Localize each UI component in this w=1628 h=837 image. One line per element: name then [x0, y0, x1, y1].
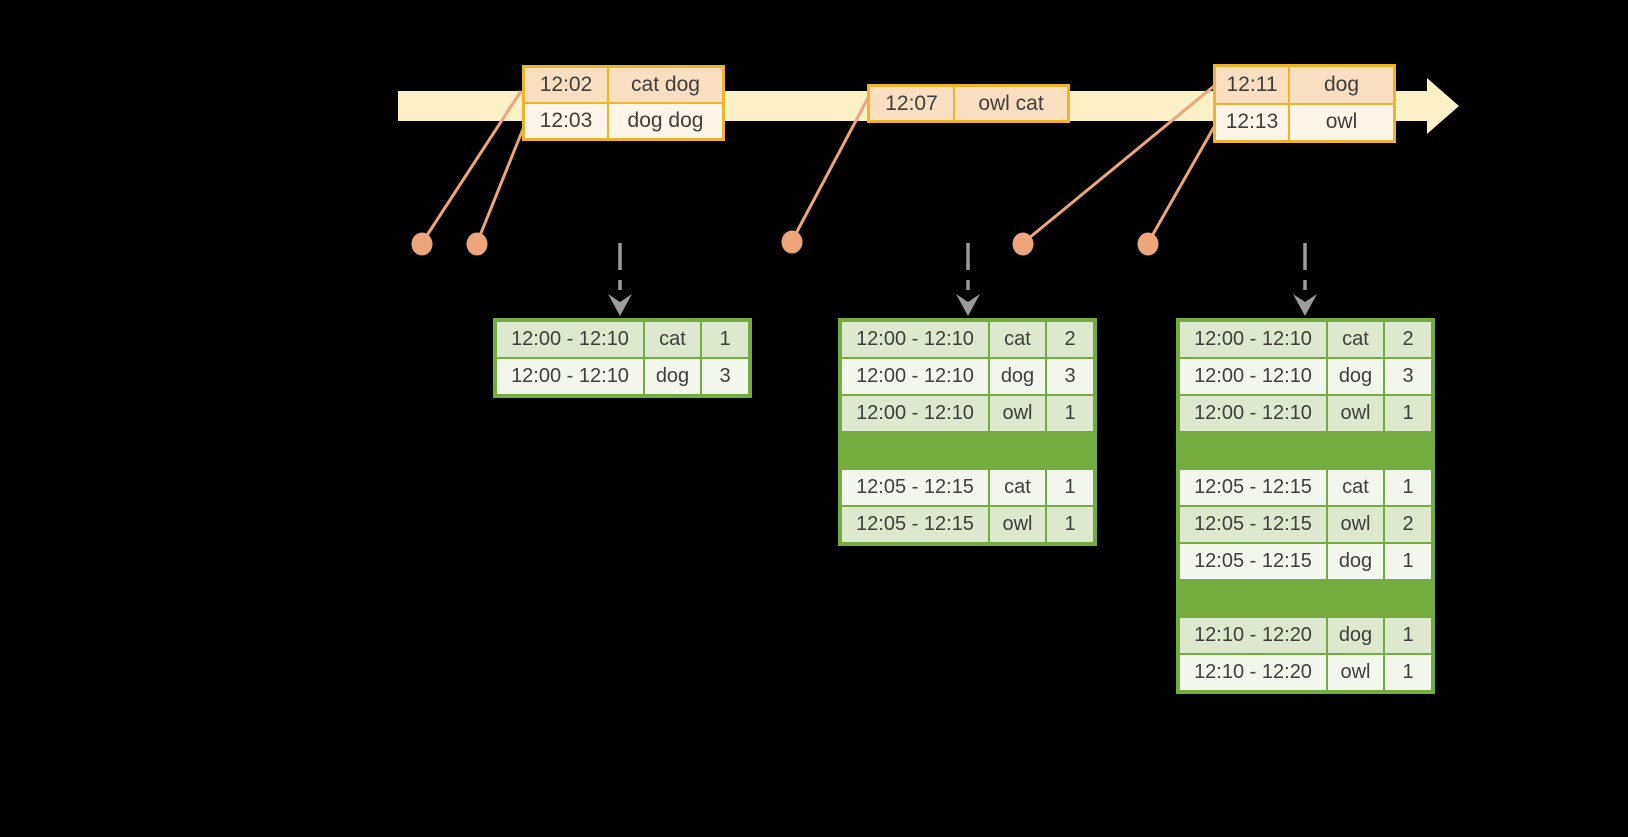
window-cell: 12:00 - 12:10 [497, 322, 643, 357]
window-cell: 12:00 - 12:10 [842, 396, 988, 431]
event-words: dog dog [609, 104, 722, 138]
trigger-arrowhead-icon-3 [1293, 294, 1317, 316]
event-time: 12:07 [870, 87, 953, 120]
window-cell: 12:10 - 12:20 [1180, 655, 1326, 690]
word-cell: owl [990, 396, 1045, 431]
word-cell: owl [1328, 396, 1383, 431]
window-cell: 12:00 - 12:10 [842, 322, 988, 357]
trigger-arrowhead-icon-2 [956, 294, 980, 316]
count-cell: 1 [1385, 396, 1431, 431]
connector-line-1211 [1022, 84, 1215, 245]
window-cell: 12:00 - 12:10 [842, 359, 988, 394]
trigger-arrowhead-icon-1 [608, 294, 632, 316]
count-cell: 1 [1385, 618, 1431, 653]
word-cell: cat [645, 322, 700, 357]
window-cell: 12:05 - 12:15 [842, 470, 988, 505]
result-table-2: 12:00 - 12:10 cat 2 12:00 - 12:10 dog 3 … [838, 318, 1097, 546]
window-cell: 12:00 - 12:10 [1180, 322, 1326, 357]
word-cell: dog [1328, 544, 1383, 579]
event-dot-1213 [1137, 232, 1159, 256]
event-dot-1211 [1012, 232, 1034, 256]
event-words: owl [1290, 104, 1393, 140]
window-group-separator [1180, 581, 1431, 583]
event-dot-1202 [411, 232, 433, 256]
window-cell: 12:05 - 12:15 [1180, 507, 1326, 542]
word-cell: owl [990, 507, 1045, 542]
count-cell: 2 [1385, 322, 1431, 357]
connector-line-1207 [790, 97, 870, 242]
count-cell: 3 [1385, 359, 1431, 394]
connector-line-1203 [475, 128, 525, 244]
result-table-3: 12:00 - 12:10 cat 2 12:00 - 12:10 dog 3 … [1176, 318, 1435, 694]
event-time: 12:13 [1216, 104, 1288, 140]
count-cell: 1 [1385, 470, 1431, 505]
word-cell: owl [1328, 655, 1383, 690]
count-cell: 1 [1385, 544, 1431, 579]
window-group-separator [842, 433, 1093, 435]
connector-line-1202 [420, 90, 523, 244]
count-cell: 1 [702, 322, 748, 357]
count-cell: 1 [1047, 507, 1093, 542]
word-cell: cat [990, 470, 1045, 505]
count-cell: 1 [1047, 396, 1093, 431]
event-words: cat dog [609, 68, 722, 102]
event-words: owl cat [955, 87, 1067, 120]
event-box-1207: 12:07 owl cat [867, 84, 1070, 123]
event-dot-1207 [781, 230, 803, 254]
word-cell: dog [1328, 618, 1383, 653]
window-cell: 12:00 - 12:10 [497, 359, 643, 394]
count-cell: 2 [1385, 507, 1431, 542]
window-cell: 12:05 - 12:15 [842, 507, 988, 542]
event-time: 12:11 [1216, 67, 1288, 103]
result-table-1: 12:00 - 12:10 cat 1 12:00 - 12:10 dog 3 [493, 318, 752, 398]
count-cell: 2 [1047, 322, 1093, 357]
timeline-arrowhead-icon [1427, 78, 1459, 134]
word-cell: cat [990, 322, 1045, 357]
window-cell: 12:00 - 12:10 [1180, 396, 1326, 431]
event-box-1202-1203: 12:02 cat dog 12:03 dog dog [522, 65, 725, 141]
word-cell: cat [1328, 470, 1383, 505]
count-cell: 1 [1385, 655, 1431, 690]
event-words: dog [1290, 67, 1393, 103]
connector-line-1213 [1146, 126, 1216, 244]
event-time: 12:03 [525, 104, 607, 138]
word-cell: owl [1328, 507, 1383, 542]
window-group-separator [1180, 433, 1431, 435]
event-dot-1203 [466, 232, 488, 256]
count-cell: 1 [1047, 470, 1093, 505]
count-cell: 3 [702, 359, 748, 394]
word-cell: dog [990, 359, 1045, 394]
window-cell: 12:05 - 12:15 [1180, 544, 1326, 579]
word-cell: dog [1328, 359, 1383, 394]
count-cell: 3 [1047, 359, 1093, 394]
window-cell: 12:05 - 12:15 [1180, 470, 1326, 505]
window-cell: 12:00 - 12:10 [1180, 359, 1326, 394]
window-cell: 12:10 - 12:20 [1180, 618, 1326, 653]
event-time: 12:02 [525, 68, 607, 102]
word-cell: cat [1328, 322, 1383, 357]
word-cell: dog [645, 359, 700, 394]
event-box-1211-1213: 12:11 dog 12:13 owl [1213, 64, 1396, 143]
